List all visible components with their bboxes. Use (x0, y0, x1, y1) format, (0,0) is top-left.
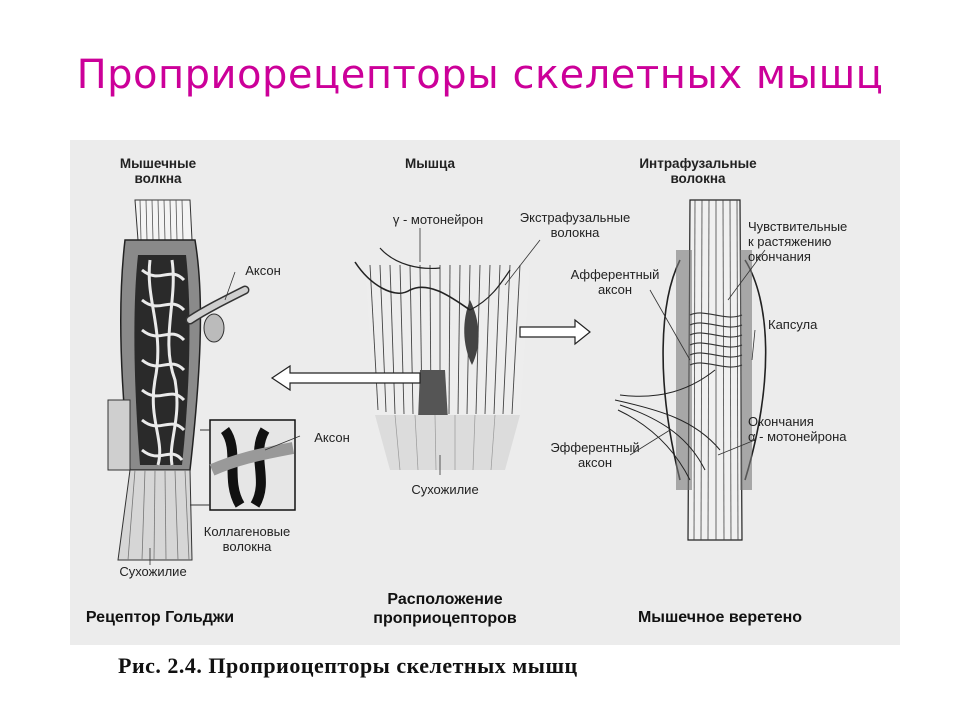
label-extrafusal-fibers: Экстрафузальные волокна (519, 210, 631, 240)
label-golgi-tendon: Сухожилие (119, 564, 187, 579)
caption-muscle-spindle: Мышечное веретено (637, 609, 803, 626)
label-stretch-endings: Чувствительные к растяжению окончания (748, 219, 848, 264)
label-collagen-fibers: Коллагеновые волокна (203, 524, 291, 554)
label-intrafusal-fibers: Интрафузальные волокна (639, 156, 757, 186)
label-muscle-fibers: Мышечные волкна (119, 156, 197, 186)
caption-proprioceptor-location: Расположение проприоцепторов (373, 591, 517, 627)
figure-caption: Рис. 2.4. Проприоцепторы скелетных мышц (118, 653, 578, 678)
label-alpha-endings: Окончания α - мотонейрона (748, 414, 847, 444)
muscle-location-drawing (270, 228, 591, 475)
muscle-spindle-drawing (614, 199, 767, 541)
label-location-tendon: Сухожилие (411, 482, 479, 497)
golgi-receptor-drawing (107, 199, 296, 561)
label-axon: Аксон (245, 263, 281, 278)
caption-golgi-receptor: Рецептор Гольджи (85, 609, 235, 626)
label-capsule: Капсула (768, 317, 818, 332)
label-afferent-axon: Афферентный аксон (570, 267, 660, 297)
label-muscle: Мышца (405, 156, 455, 171)
label-axon-inset: Аксон (314, 430, 350, 445)
label-gamma-motoneuron: γ - мотонейрон (392, 212, 484, 227)
label-efferent-axon: Эфферентный аксон (550, 440, 640, 470)
slide-title: Проприорецепторы скелетных мышц (76, 52, 884, 98)
